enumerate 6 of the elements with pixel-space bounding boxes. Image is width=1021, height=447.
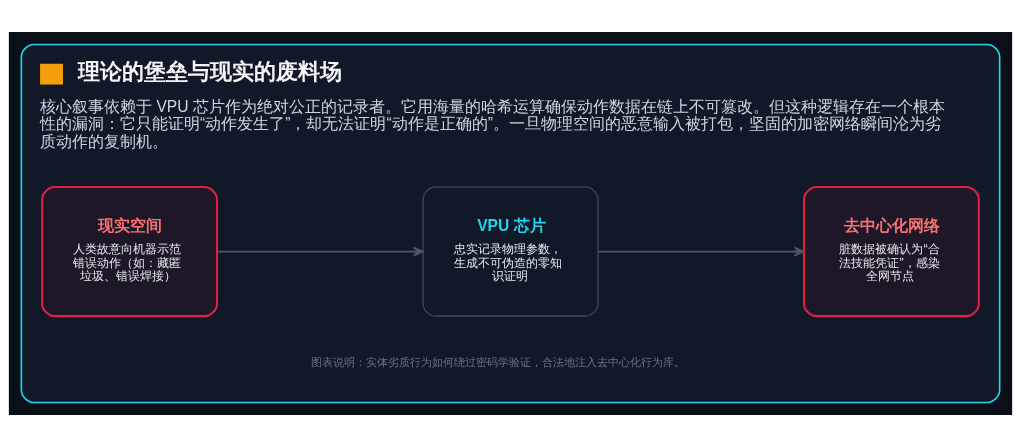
caption: 图表说明：实体劣质行为如何绕过密码学验证，合法地注入去中心化行为库。: [311, 355, 686, 368]
node-box: 去中心化网络 脏数据被确认为“合法技能凭证”，感染全网节点: [802, 186, 980, 318]
node-box: VPU 芯片 忠实记录物理参数，生成不可伪造的零知识证明: [422, 186, 599, 317]
arrow: [216, 246, 424, 257]
arrow: [597, 246, 805, 257]
node-box: 现实空间 人类故意向机器示范错误动作（如：藏匿垃圾、错误焊接）: [41, 186, 219, 318]
